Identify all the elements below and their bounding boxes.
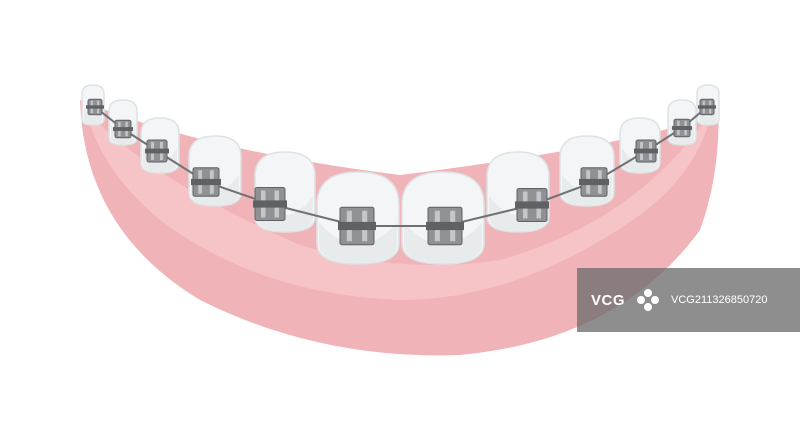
vcg-flower-icon bbox=[637, 289, 660, 311]
bracket bbox=[191, 167, 221, 197]
bracket bbox=[86, 98, 104, 116]
bracket bbox=[338, 206, 376, 246]
watermark: VCG VCG211326850720 bbox=[577, 268, 800, 332]
bracket bbox=[253, 187, 287, 221]
brackets-row bbox=[86, 98, 716, 246]
bracket bbox=[426, 206, 464, 246]
gum-highlight bbox=[86, 110, 712, 300]
bracket bbox=[579, 167, 609, 197]
bracket bbox=[634, 139, 658, 163]
bracket bbox=[113, 119, 133, 139]
bracket bbox=[672, 118, 692, 138]
watermark-logo-text: VCG bbox=[591, 291, 626, 309]
bracket bbox=[145, 139, 169, 163]
watermark-image-id: VCG211326850720 bbox=[671, 294, 768, 306]
bracket bbox=[515, 188, 549, 222]
bracket bbox=[698, 98, 716, 116]
